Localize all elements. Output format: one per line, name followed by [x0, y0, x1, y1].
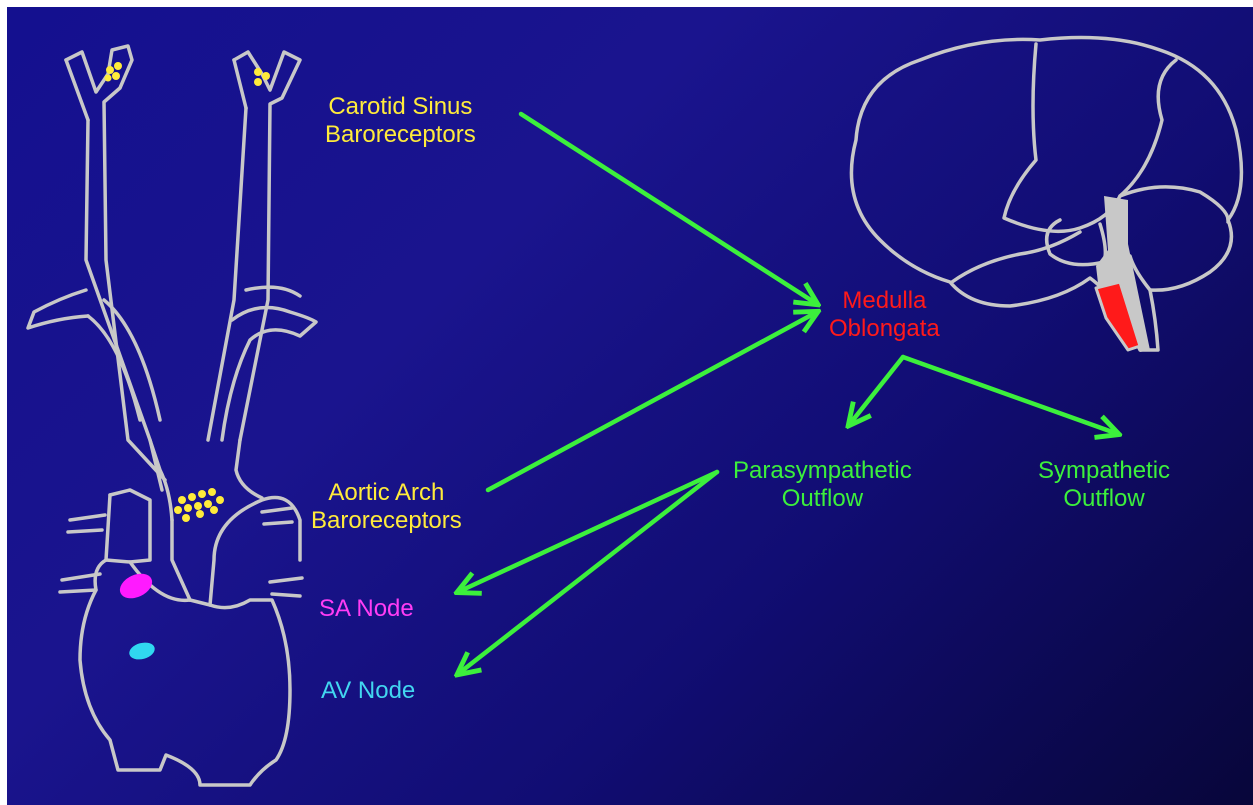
heart-outline: [28, 46, 316, 785]
baroreflex-diagram: [7, 7, 1253, 805]
parasympathetic-outflow-label: Parasympathetic Outflow: [733, 457, 912, 513]
aortic-arch-label: Aortic Arch Baroreceptors: [311, 479, 462, 535]
slide: Carotid Sinus Baroreceptors Aortic Arch …: [7, 7, 1253, 805]
sa-node-marker: [116, 569, 156, 603]
sympathetic-label-line2: Outflow: [1038, 485, 1170, 513]
carotid-label-line2: Baroreceptors: [325, 121, 476, 149]
aortic-label-line1: Aortic Arch: [311, 479, 462, 507]
carotid-sinus-label: Carotid Sinus Baroreceptors: [325, 93, 476, 149]
parasympathetic-label-line2: Outflow: [733, 485, 912, 513]
arrow-carotid-to-medulla: [521, 114, 817, 304]
medulla-label-line1: Medulla: [829, 287, 940, 315]
sympathetic-label-line1: Sympathetic: [1038, 457, 1170, 485]
arrow-medulla-to-sympathetic: [903, 357, 1118, 434]
av-node-label: AV Node: [321, 677, 415, 705]
sympathetic-outflow-label: Sympathetic Outflow: [1038, 457, 1170, 513]
carotid-receptors-left: [105, 62, 123, 82]
parasympathetic-label-line1: Parasympathetic: [733, 457, 912, 485]
av-node-marker: [127, 640, 156, 662]
medulla-label-line2: Oblongata: [829, 315, 940, 343]
arrows: [458, 114, 1118, 674]
sa-node-label: SA Node: [319, 595, 414, 623]
arrow-medulla-to-parasympathetic: [849, 357, 903, 425]
medulla-oblongata-label: Medulla Oblongata: [829, 287, 940, 343]
aortic-label-line2: Baroreceptors: [311, 507, 462, 535]
carotid-label-line1: Carotid Sinus: [325, 93, 476, 121]
aortic-receptors: [174, 488, 224, 522]
